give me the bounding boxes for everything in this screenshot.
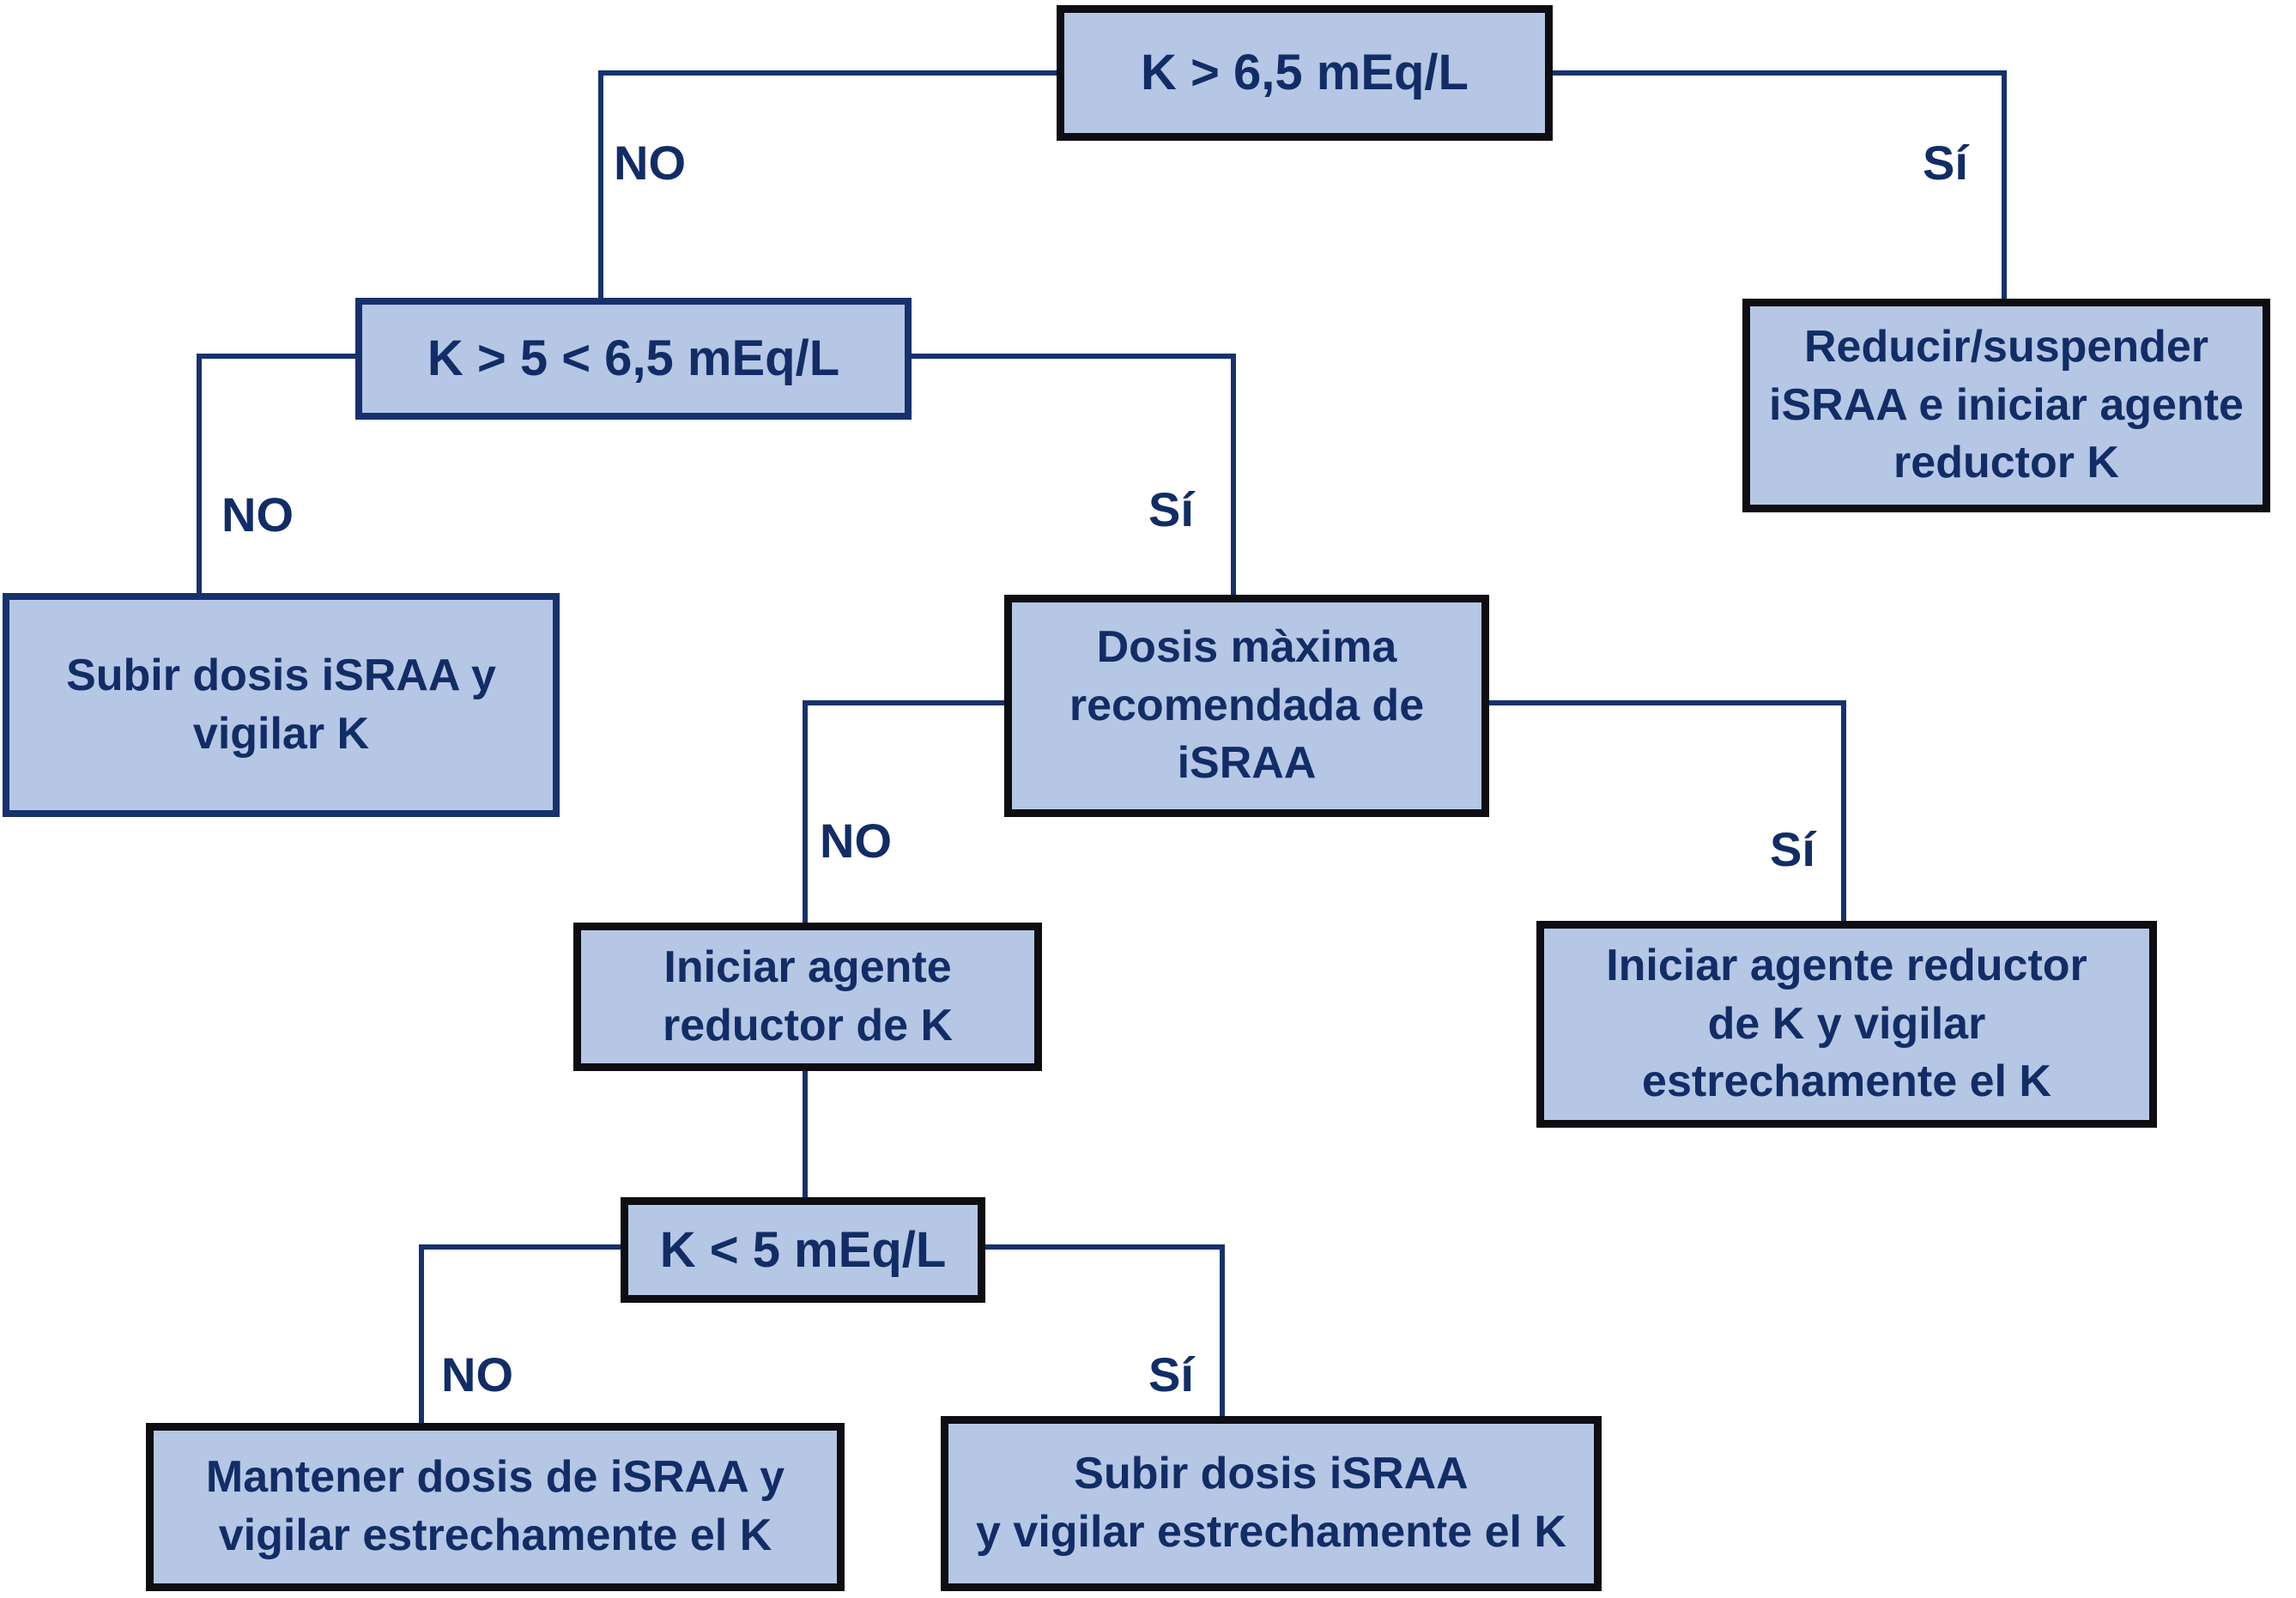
connector-k5-65-no-vertical xyxy=(197,354,202,593)
node-reducir-suspender-israa: Reducir/suspender iSRAA e iniciar agente… xyxy=(1742,299,2270,512)
connector-dosis-si-horizontal xyxy=(1489,700,1846,705)
node-dosis-maxima-israa: Dosis màxima recomendada de iSRAA xyxy=(1004,595,1489,817)
node-mantener-dosis-vigilar-k: Mantener dosis de iSRAA y vigilar estrec… xyxy=(146,1423,845,1591)
connector-k5-65-si-horizontal xyxy=(912,354,1236,359)
connector-k5-65-no-horizontal xyxy=(197,354,355,359)
connector-k65-si-vertical xyxy=(2002,70,2007,299)
edge-label-no-k65: NO xyxy=(614,136,686,190)
connector-reductor-to-k5 xyxy=(803,1071,808,1197)
edge-label-si-k65: Sí xyxy=(1923,136,1968,190)
node-k-gt-6-5-meq: K > 6,5 mEq/L xyxy=(1057,5,1553,141)
connector-k5-65-si-vertical xyxy=(1231,354,1236,595)
connector-dosis-no-vertical xyxy=(803,700,808,923)
connector-k65-no-horizontal xyxy=(598,70,1057,76)
node-subir-dosis-vigilar-estrechamente-k: Subir dosis iSRAA y vigilar estrechament… xyxy=(941,1416,1602,1591)
edge-label-si-k5-65: Sí xyxy=(1148,482,1194,536)
node-subir-dosis-vigilar-k: Subir dosis iSRAA y vigilar K xyxy=(3,593,560,817)
node-k-5-to-6-5-meq: K > 5 < 6,5 mEq/L xyxy=(355,298,912,420)
node-iniciar-reductor-vigilar-k: Iniciar agente reductor de K y vigilar e… xyxy=(1536,921,2157,1128)
connector-k5-no-vertical xyxy=(419,1244,424,1423)
connector-k5-si-horizontal xyxy=(985,1244,1225,1250)
edge-label-no-dosis: NO xyxy=(820,814,892,868)
connector-k5-no-horizontal xyxy=(419,1244,621,1250)
connector-k5-si-vertical xyxy=(1220,1244,1225,1416)
connector-k65-no-vertical xyxy=(598,70,603,298)
edge-label-si-k5: Sí xyxy=(1148,1347,1194,1401)
node-iniciar-agente-reductor-k: Iniciar agente reductor de K xyxy=(573,923,1042,1071)
edge-label-si-dosis: Sí xyxy=(1770,822,1815,876)
edge-label-no-k5-65: NO xyxy=(221,487,294,542)
connector-dosis-no-horizontal xyxy=(803,700,1004,705)
edge-label-no-k5: NO xyxy=(441,1347,513,1401)
connector-k65-si-horizontal xyxy=(1553,70,2007,76)
node-k-lt-5-meq: K < 5 mEq/L xyxy=(621,1197,985,1303)
connector-dosis-si-vertical xyxy=(1841,700,1846,921)
